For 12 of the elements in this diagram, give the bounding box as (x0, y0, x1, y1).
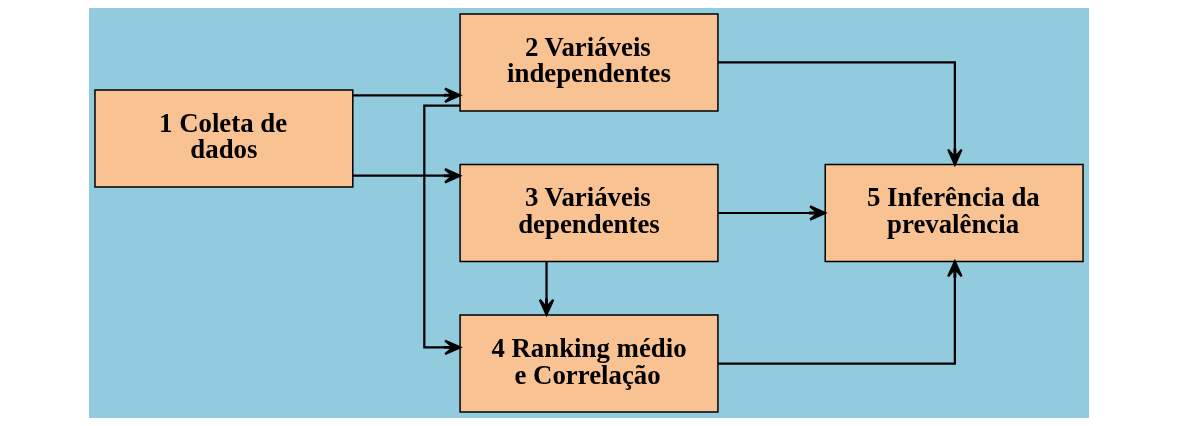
arrow (718, 61, 963, 166)
arrow (538, 261, 555, 316)
node-box: 2 Variáveis independentes (459, 13, 719, 112)
node-box: 4 Ranking médio e Correlação (459, 314, 719, 413)
node-box: 3 Variáveis dependentes (459, 163, 719, 263)
arrow (423, 104, 462, 356)
node-box: 5 Inferência da prevalência (824, 163, 1084, 263)
arrow (718, 260, 963, 365)
node-box: 1 Coleta de dados (94, 89, 354, 188)
arrow (353, 167, 462, 184)
arrow (718, 205, 827, 221)
arrow (353, 87, 462, 104)
